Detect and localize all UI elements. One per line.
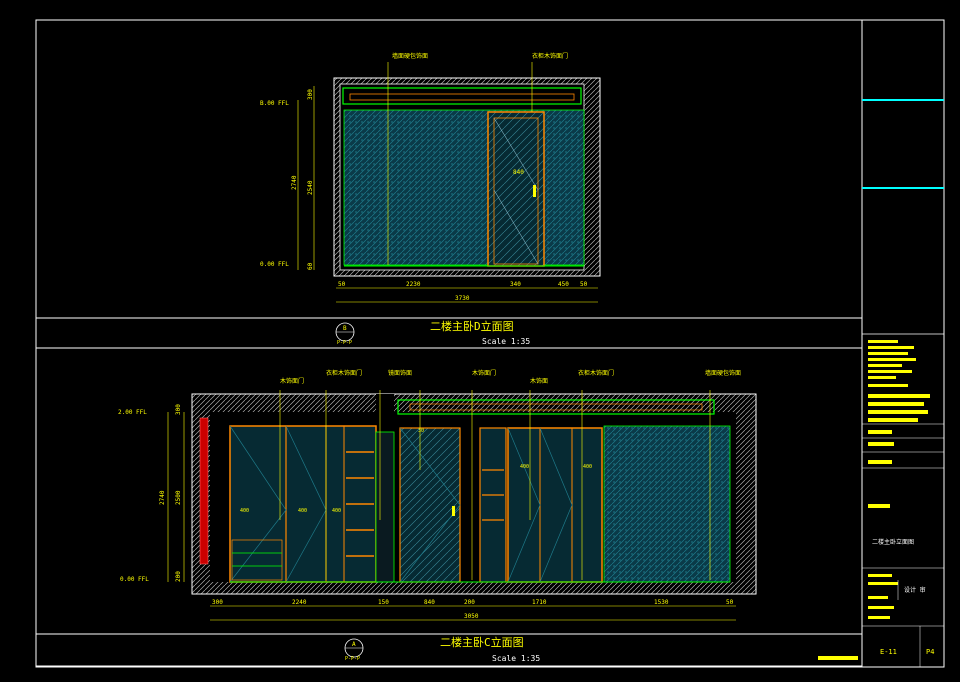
shelf-dim-5: 400 (520, 464, 529, 470)
left-column (199, 417, 209, 565)
callout-c-7: 墙面硬包饰面 (705, 369, 741, 377)
elevation-d: 墙面硬包饰面 衣柜木饰面门 840 B.00 FFL 0.00 FFL 300 … (35, 52, 863, 349)
vdim-d-2: 2740 (291, 175, 298, 190)
scale-bar (818, 656, 858, 660)
marker-number-d: B (343, 325, 347, 332)
title-c: 二楼主卧C立面图 (440, 635, 524, 649)
hdim-c-5: 200 (464, 599, 475, 606)
elevation-c: 木饰面门 衣柜木饰面门 镜面饰面 木饰面门 木饰面 衣柜木饰面门 墙面硬包饰面 … (35, 369, 863, 667)
vdim-c-3: 2500 (175, 490, 182, 505)
total-width-c: 3050 (464, 613, 479, 620)
callout-c-6: 衣柜木饰面门 (578, 369, 614, 377)
vdim-d-1: 300 (307, 89, 314, 100)
sheet-number: P4 (926, 648, 934, 656)
level-bottom-d: 0.00 FFL (260, 261, 289, 268)
vdim-c-4: 200 (175, 571, 182, 582)
center-door-handle-icon (452, 506, 455, 516)
drawing-number: E-11 (880, 648, 897, 656)
hdim-c-3: 150 (378, 599, 389, 606)
callout-d-1: 墙面硬包饰面 (392, 52, 428, 60)
shelf-dim-1: 30 (418, 428, 424, 434)
wardrobe-right (507, 427, 603, 583)
hdim-d-4: 450 (558, 281, 569, 288)
center-door (399, 427, 461, 583)
level-bottom-c: 0.00 FFL (120, 576, 149, 583)
callout-c-3: 镜面饰面 (388, 369, 412, 377)
hdim-c-1: 300 (212, 599, 223, 606)
title-block: 二楼主卧立面图 设计 审 E-11 P4 (862, 99, 944, 667)
vdim-d-3: 2540 (307, 180, 314, 195)
door-width-dim: 840 (513, 169, 524, 176)
hdim-d-5: 50 (580, 281, 588, 288)
hdim-d-1: 50 (338, 281, 346, 288)
level-top-c: 2.00 FFL (118, 409, 147, 416)
callout-c-2: 衣柜木饰面门 (326, 369, 362, 377)
open-shelves (346, 451, 374, 557)
vdim-c-1: 300 (175, 404, 182, 415)
ceiling-cornice (342, 87, 582, 105)
hdim-c-8: 50 (726, 599, 734, 606)
hdim-c-2: 2240 (292, 599, 307, 606)
marker-number-c: A (352, 641, 356, 648)
stamp-text: 设计 审 (904, 586, 926, 594)
scale-d: Scale 1:35 (482, 337, 530, 346)
hdim-c-4: 840 (424, 599, 435, 606)
title-block-notes (868, 340, 930, 619)
door-handle-icon (533, 185, 536, 197)
shelf-dim-2: 400 (240, 508, 249, 514)
shelf-dim-4: 400 (332, 508, 341, 514)
vdim-c-2: 2740 (159, 490, 166, 505)
total-width-d: 3730 (455, 295, 470, 302)
level-top-d: B.00 FFL (260, 100, 289, 107)
hdim-c-7: 1530 (654, 599, 669, 606)
callout-c-4: 木饰面门 (472, 369, 496, 377)
callout-c-1: 木饰面门 (280, 377, 304, 385)
hdim-d-2: 2230 (406, 281, 421, 288)
marker-sub-c: P-P-P (345, 656, 360, 662)
hdim-d-3: 340 (510, 281, 521, 288)
scale-c: Scale 1:35 (492, 654, 540, 663)
hdim-c-6: 1710 (532, 599, 547, 606)
drawing-name: 二楼主卧立面图 (872, 538, 914, 546)
callout-c-5: 木饰面 (530, 377, 548, 385)
callout-d-2: 衣柜木饰面门 (532, 52, 568, 60)
shelf-dim-3: 400 (298, 508, 307, 514)
upholstered-wall-panel (343, 109, 585, 266)
wardrobe-middle (479, 427, 507, 583)
ceiling-cornice-c (397, 399, 715, 415)
marker-sub-d: P-P-P (337, 340, 352, 346)
shelf-dim-6: 400 (583, 464, 592, 470)
title-d: 二楼主卧D立面图 (430, 319, 514, 333)
upholstered-wall-panel-c (603, 425, 731, 583)
vdim-d-4: 60 (307, 262, 314, 270)
